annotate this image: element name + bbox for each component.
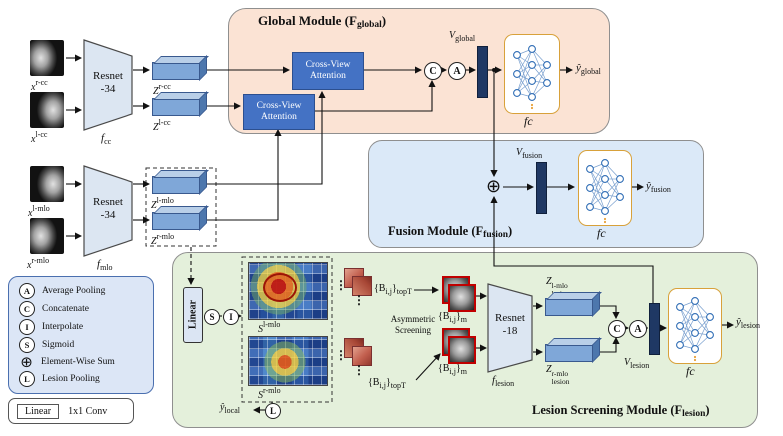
v-fusion-bar xyxy=(536,162,547,214)
legend-linear-conv: Linear 1x1 Conv xyxy=(8,398,134,424)
average-pooling-circle-global: A xyxy=(448,62,466,80)
fc-network-global xyxy=(504,34,560,114)
label-x-r-cc: xr-cc xyxy=(31,78,48,93)
lesion-pooling-icon: L xyxy=(19,371,35,387)
v-lesion-bar xyxy=(649,303,660,355)
output-y-global: ŷglobal xyxy=(576,62,601,76)
average-pooling-circle-lesion: A xyxy=(629,320,647,338)
ellipsis-dots: ⋮ xyxy=(353,363,365,377)
label-b-m-2: {Bi,j}m xyxy=(438,363,467,376)
resnet34-mlo-label: Resnet-34 xyxy=(93,196,123,221)
feature-box-z-r-mlo xyxy=(152,212,200,230)
output-y-local: ŷlocal xyxy=(220,402,240,415)
resnet18-label: Resnet-18 xyxy=(495,312,525,337)
input-image-r-mlo xyxy=(30,218,64,254)
label-f-cc: fcc xyxy=(101,132,112,146)
patch-topT-4 xyxy=(352,346,372,366)
legend-box: A Average Pooling C Concatenate I Interp… xyxy=(8,276,154,394)
label-s-r-mlo: Sr-mlo xyxy=(258,386,281,401)
resnet34-cc-label: Resnet-34 xyxy=(93,70,123,95)
concat-circle-global: C xyxy=(424,62,442,80)
label-s-l-mlo: Sl-mlo xyxy=(258,320,281,335)
sigmoid-icon: S xyxy=(19,337,35,353)
label-v-fusion: Vfusion xyxy=(516,147,543,160)
ellipsis-dots: ⋮ xyxy=(353,293,365,307)
legend-item-interpolate: I Interpolate xyxy=(19,319,153,335)
saliency-map-r-mlo xyxy=(248,336,328,386)
linear-conv-block: Linear xyxy=(183,287,203,343)
feature-box-z-l-mlo xyxy=(152,176,200,194)
v-global-bar xyxy=(477,46,488,98)
fc-network-icon xyxy=(506,37,558,111)
feature-box-z-lesion-l-mlo xyxy=(545,298,593,316)
interpolate-icon: I xyxy=(19,319,35,335)
feature-box-z-l-cc xyxy=(152,98,200,116)
input-image-r-cc xyxy=(30,40,64,76)
label-fc-fusion: fc xyxy=(597,226,606,240)
label-v-global: Vglobal xyxy=(449,30,476,43)
label-f-lesion: flesion xyxy=(492,374,515,388)
label-b-m-1: {Bi,j}m xyxy=(438,311,467,324)
label-z-l-mlo: Zl-mlo xyxy=(151,196,174,211)
label-x-l-cc: xl-cc xyxy=(31,130,48,145)
global-module-title: Global Module (Fglobal) xyxy=(258,13,387,30)
feature-box-z-lesion-r-mlo xyxy=(545,344,593,362)
label-b-topT-1: {Bi,j}topT xyxy=(374,283,412,296)
label-b-topT-2: {Bi,j}topT xyxy=(368,377,406,390)
interpolate-circle: I xyxy=(223,309,239,325)
label-f-mlo: fmlo xyxy=(97,258,113,272)
legend-item-element-wise-sum: ⊕ Element-Wise Sum xyxy=(20,353,115,371)
legend-item-concatenate: C Concatenate xyxy=(19,301,153,317)
legend-item-sigmoid: S Sigmoid xyxy=(19,337,153,353)
input-image-l-mlo xyxy=(30,166,64,202)
linear-desc: 1x1 Conv xyxy=(68,405,108,417)
fusion-module-title: Fusion Module (Ffusion) xyxy=(388,224,513,240)
label-z-r-cc: Zr-cc xyxy=(153,82,171,97)
fc-network-fusion xyxy=(578,150,632,226)
lesion-module-title: Lesion Screening Module (Flesion) xyxy=(532,403,710,419)
fc-network-icon xyxy=(579,151,631,225)
element-wise-sum-circle: ⊕ xyxy=(486,176,502,197)
label-x-r-mlo: xr-mlo xyxy=(27,256,50,271)
patch-topT-2 xyxy=(352,276,372,296)
output-y-lesion: ŷlesion xyxy=(736,316,760,330)
legend-item-lesion-pooling: L Lesion Pooling xyxy=(19,371,153,387)
linear-chip: Linear xyxy=(17,403,60,419)
legend-item-average-pooling: A Average Pooling xyxy=(19,283,153,299)
fc-network-lesion xyxy=(668,288,722,364)
label-z-l-cc: Zl-cc xyxy=(153,118,171,133)
lesion-marker-ellipse xyxy=(263,273,297,302)
sigmoid-circle: S xyxy=(204,309,220,325)
element-wise-sum-icon: ⊕ xyxy=(20,353,33,371)
fc-network-icon xyxy=(669,289,721,363)
label-x-l-mlo: xl-mlo xyxy=(28,204,50,219)
average-pooling-icon: A xyxy=(19,283,35,299)
concatenate-icon: C xyxy=(19,301,35,317)
patch-m-4 xyxy=(448,336,476,364)
concat-circle-lesion: C xyxy=(608,320,626,338)
patch-m-2 xyxy=(448,284,476,312)
input-image-l-cc xyxy=(30,92,64,128)
lesion-pooling-circle: L xyxy=(265,403,281,419)
label-fc-lesion: fc xyxy=(686,364,695,378)
label-fc-global: fc xyxy=(524,114,533,128)
label-z-r-mlo: Zr-mlo xyxy=(151,232,175,247)
feature-box-z-r-cc xyxy=(152,62,200,80)
label-v-lesion: Vlesion xyxy=(624,357,650,370)
output-y-fusion: ŷfusion xyxy=(646,180,671,194)
